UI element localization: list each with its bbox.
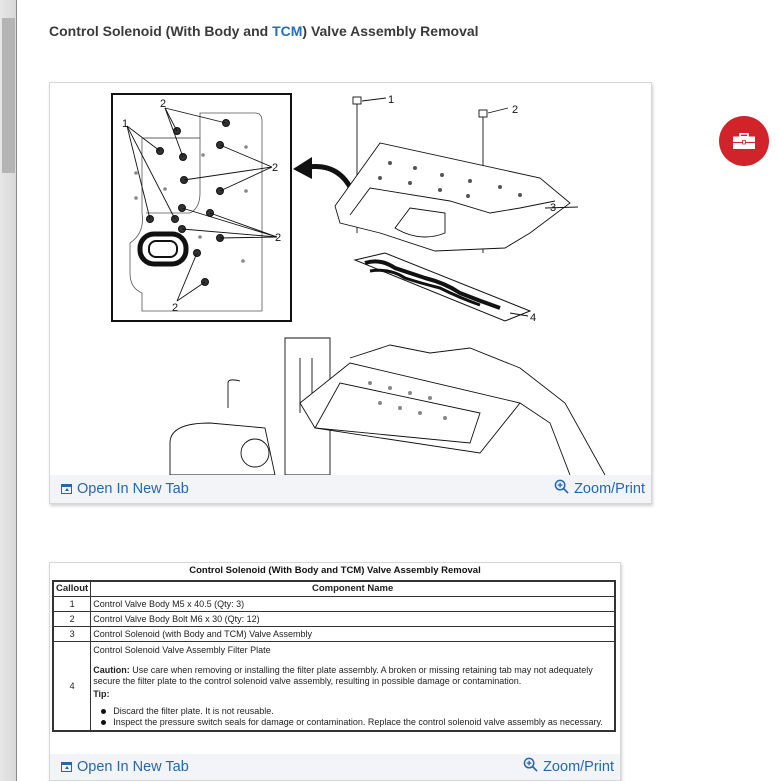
header-component-name: Component Name: [90, 580, 616, 597]
zoom-print-link[interactable]: Zoom/Print: [554, 479, 645, 497]
callout-table-card: Control Solenoid (With Body and TCM) Val…: [49, 562, 621, 781]
page-scrollbar[interactable]: [0, 0, 17, 781]
component-name: Control Solenoid Valve Assembly Filter P…: [93, 644, 271, 655]
callout-number: 4: [52, 640, 92, 731]
table-row: 3 Control Solenoid (with Body and TCM) V…: [52, 625, 616, 642]
callout-number: 3: [52, 625, 92, 642]
open-new-tab-link[interactable]: Open In New Tab: [61, 481, 189, 497]
component-name: Control Valve Body M5 x 40.5 (Qty: 3): [90, 595, 616, 612]
tip-list: Discard the filter plate. It is not reus…: [97, 706, 612, 728]
caution-note: Caution: Use care when removing or insta…: [93, 665, 612, 687]
callout-number: 2: [52, 610, 92, 627]
header-callout: Callout: [52, 580, 92, 597]
scrollbar-thumb[interactable]: [2, 18, 15, 173]
callout-2: 2: [512, 104, 518, 116]
table-footer: Open In New Tab Zoom/Print: [50, 754, 620, 780]
open-new-tab-link[interactable]: Open In New Tab: [61, 759, 189, 775]
inset-callout-2: 2: [172, 302, 178, 314]
tip-item: Discard the filter plate. It is not reus…: [97, 706, 612, 717]
open-new-tab-icon: [61, 762, 72, 772]
figure-card: 1 2 2 2 2 1 2: [49, 82, 652, 504]
zoom-print-link[interactable]: Zoom/Print: [523, 757, 614, 775]
component-detail: Control Solenoid Valve Assembly Filter P…: [90, 640, 616, 731]
open-new-tab-icon: [61, 484, 72, 494]
tcm-link[interactable]: TCM: [272, 23, 303, 39]
callout-number: 1: [52, 595, 92, 612]
toolbox-button[interactable]: [719, 116, 769, 166]
zoom-print-label: Zoom/Print: [543, 759, 614, 775]
inset-callout-2: 2: [275, 232, 281, 244]
valve-assembly-diagram: 1 2 2 2 2 1 2: [111, 93, 606, 475]
caution-text: Use care when removing or installing the…: [93, 664, 593, 686]
inset-callout-1: 1: [122, 118, 128, 130]
inset-callout-2: 2: [160, 98, 166, 110]
callout-1: 1: [388, 94, 394, 106]
zoom-in-icon: [523, 757, 538, 772]
callout-3: 3: [550, 202, 556, 214]
open-new-tab-label: Open In New Tab: [77, 481, 189, 497]
title-text: Control Solenoid (With Body and: [49, 23, 273, 39]
table-caption: Control Solenoid (With Body and TCM) Val…: [189, 565, 481, 576]
toolbox-icon: [733, 133, 755, 149]
tip-label: Tip:: [93, 688, 110, 699]
table-row: 4 Control Solenoid Valve Assembly Filter…: [52, 640, 616, 731]
caution-label: Caution:: [93, 664, 130, 675]
tip-item: Inspect the pressure switch seals for da…: [97, 717, 612, 728]
inset-callout-2: 2: [272, 162, 278, 174]
page-title: Control Solenoid (With Body and TCM) Val…: [49, 23, 479, 39]
zoom-print-label: Zoom/Print: [574, 481, 645, 497]
tip-heading: Tip:: [93, 689, 612, 700]
open-new-tab-label: Open In New Tab: [77, 759, 189, 775]
callout-table: Callout Component Name 1 Control Valve B…: [52, 580, 616, 732]
title-text-end: ) Valve Assembly Removal: [302, 23, 479, 39]
zoom-in-icon: [554, 479, 569, 494]
component-name: Control Valve Body Bolt M6 x 30 (Qty: 12…: [90, 610, 616, 627]
table-row: 1 Control Valve Body M5 x 40.5 (Qty: 3): [52, 595, 616, 612]
component-name: Control Solenoid (with Body and TCM) Val…: [90, 625, 616, 642]
table-row: 2 Control Valve Body Bolt M6 x 30 (Qty: …: [52, 610, 616, 627]
callout-4: 4: [530, 312, 536, 324]
figure-footer: Open In New Tab Zoom/Print: [50, 475, 651, 503]
